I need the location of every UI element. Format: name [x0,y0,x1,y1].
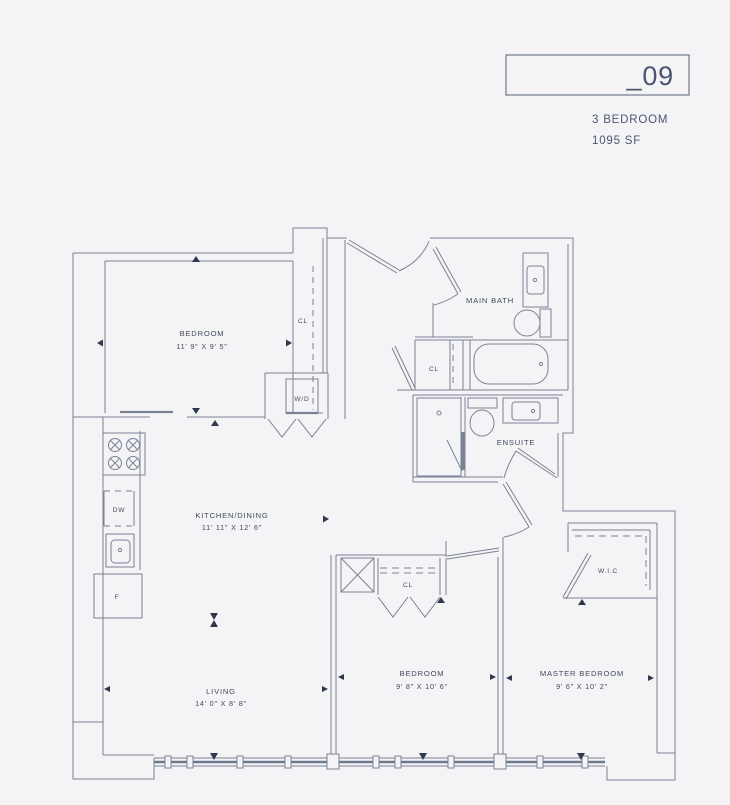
laundry-closet: W/D [265,373,328,437]
unit-number: _09 [626,61,674,91]
hall-door [503,482,532,527]
sink-icon [512,402,540,420]
wic-door [563,553,591,599]
entry-door-swing-arc [399,241,429,271]
wall-junction [494,754,506,769]
main-bath-label: MAIN BATH [466,296,514,305]
window-band [154,754,605,769]
master-bedroom: W.I.C MASTER BEDROOM 9' 6" X 10' 2" [498,523,657,758]
entry-door [347,240,399,273]
unit-number-frame [506,55,689,95]
dishwasher-icon [104,491,134,526]
bedroom-2-door [447,548,499,559]
living-room: LIVING 14' 0" X 8' 8" [195,687,247,708]
bedroom-2: CL BEDROOM 9' 8" X 10' 6" [331,541,499,758]
bedroom-1-dims: 11' 9" X 9' 5" [176,342,227,351]
shower-icon [417,398,461,476]
kitchen-dining: DW F KITCHEN/DINING 11' 11" X 12' 6" [94,417,268,755]
bedroom-1-label: BEDROOM [180,329,225,338]
shower-door [447,440,462,471]
master-bedroom-dims: 9' 6" X 10' 2" [556,682,608,691]
unit-type: 3 BEDROOM [592,114,668,126]
entry-closet: CL [392,337,473,390]
entry-closet-label: CL [429,366,439,373]
bathtub-icon [474,344,548,384]
unit-title-box: _09 3 BEDROOM 1095 SF [506,55,689,147]
bedroom-1: BEDROOM 11' 9" X 9' 5" CL [73,238,327,417]
ensuite-door [516,448,557,478]
bedroom-1-closet-label: CL [298,318,308,325]
main-bath: MAIN BATH [450,244,568,390]
ensuite-label: ENSUITE [497,438,536,447]
bedroom-2-label: BEDROOM [400,669,445,678]
hall-door-arc [503,527,529,557]
wic-rod-dashed [575,536,646,586]
bedroom-2-dims: 9' 8" X 10' 6" [396,682,448,691]
toilet-icon [514,310,540,336]
bifold-doors [268,419,326,437]
opening-markers [97,256,654,760]
washer-dryer-label: W/D [294,396,309,403]
dishwasher-label: DW [113,507,126,514]
vanity-counter [503,398,558,423]
sink-icon [111,540,130,563]
entry [345,240,461,419]
ensuite: ENSUITE [413,395,563,557]
kitchen-dining-label: KITCHEN/DINING [195,511,268,520]
shaft-box [341,558,374,592]
kitchen-dining-dims: 11' 11" X 12' 6" [202,523,262,532]
fridge-icon [94,574,142,618]
ensuite-door-arc [504,451,516,478]
living-dims: 14' 0" X 8' 8" [195,699,247,708]
toilet-tank [540,309,551,337]
toilet-icon [470,410,494,436]
stove-burners [109,439,140,470]
unit-area: 1095 SF [592,135,641,147]
bath-vestibule-door-arc [433,294,458,337]
sink-icon [527,266,544,294]
bedroom-2-closet-label: CL [403,582,413,589]
fridge-label: F [115,594,120,601]
toilet-tank [468,398,497,408]
wic-label: W.I.C [598,568,618,575]
outer-walls [73,228,675,780]
closet-rod-dashed [380,568,438,573]
stove-icon [103,433,145,475]
bath-vestibule-door [433,247,461,294]
bifold-doors [378,597,440,617]
wall-junction [327,754,339,769]
master-bedroom-label: MASTER BEDROOM [540,669,624,678]
kitchen-sink [106,534,134,567]
living-label: LIVING [206,687,236,696]
entry-closet-door [392,346,415,390]
vanity-counter [523,253,548,307]
